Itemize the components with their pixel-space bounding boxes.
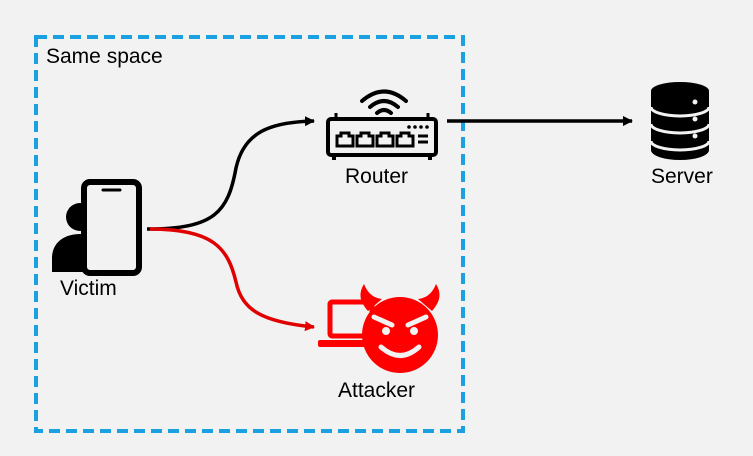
same-space-zone	[34, 35, 465, 433]
wifi-router-icon	[326, 89, 438, 160]
database-server-icon	[649, 82, 711, 160]
server-label: Server	[651, 165, 713, 188]
router-label: Router	[345, 165, 409, 188]
person-with-phone-icon	[52, 179, 142, 276]
zone-label: Same space	[46, 45, 163, 68]
victim-label: Victim	[60, 277, 117, 300]
attacker-label: Attacker	[338, 379, 416, 402]
connection-victim-router	[146, 116, 315, 231]
devil-laptop-icon	[318, 284, 440, 373]
connection-victim-attacker	[149, 227, 315, 332]
